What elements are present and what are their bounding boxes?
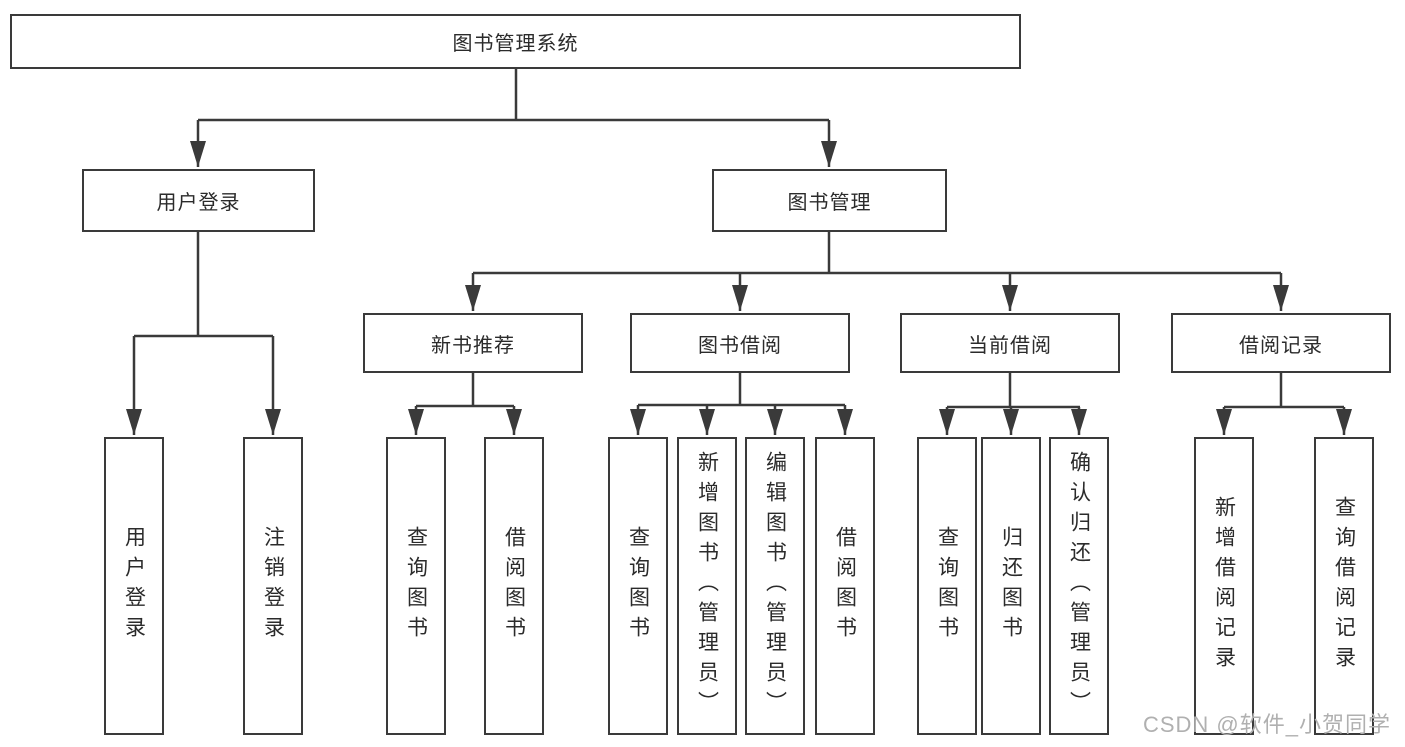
node-bb-borrow-book-label: 借阅图书	[833, 526, 857, 646]
node-cb-confirm-return: 确认归还（管理员）	[1049, 437, 1109, 735]
node-nbr-query-book-label: 查询图书	[404, 526, 428, 646]
node-borrow-records: 借阅记录	[1171, 313, 1391, 373]
node-cb-return-book: 归还图书	[981, 437, 1041, 735]
node-nbr-borrow-book-label: 借阅图书	[502, 526, 526, 646]
node-book-management-label: 图书管理	[787, 192, 872, 214]
node-nbr-borrow-book: 借阅图书	[484, 437, 544, 735]
node-br-add-record-label: 新增借阅记录	[1212, 496, 1236, 676]
node-br-query-record: 查询借阅记录	[1314, 437, 1374, 735]
node-bb-edit-book-label: 编辑图书（管理员）	[763, 451, 787, 721]
node-book-management: 图书管理	[712, 169, 947, 232]
node-bb-add-book: 新增图书（管理员）	[677, 437, 737, 735]
node-cb-query-book: 查询图书	[917, 437, 977, 735]
node-book-borrowing: 图书借阅	[630, 313, 850, 373]
node-bb-query-book-label: 查询图书	[626, 526, 650, 646]
node-br-add-record: 新增借阅记录	[1194, 437, 1254, 735]
node-leaf-logout-label: 注销登录	[261, 526, 285, 646]
node-cb-query-book-label: 查询图书	[935, 526, 959, 646]
node-leaf-user-login-label: 用户登录	[122, 526, 146, 646]
node-new-book-recommend-label: 新书推荐	[431, 334, 515, 357]
node-leaf-user-login: 用户登录	[104, 437, 164, 735]
node-new-book-recommend: 新书推荐	[363, 313, 583, 373]
node-bb-edit-book: 编辑图书（管理员）	[745, 437, 805, 735]
node-br-query-record-label: 查询借阅记录	[1332, 496, 1356, 676]
node-leaf-logout: 注销登录	[243, 437, 303, 735]
node-cb-confirm-return-label: 确认归还（管理员）	[1067, 451, 1091, 721]
node-user-login-label: 用户登录	[156, 192, 241, 214]
node-current-borrowing-label: 当前借阅	[968, 334, 1052, 357]
node-bb-borrow-book: 借阅图书	[815, 437, 875, 735]
node-bb-add-book-label: 新增图书（管理员）	[695, 451, 719, 721]
node-bb-query-book: 查询图书	[608, 437, 668, 735]
node-root-label: 图书管理系统	[452, 33, 579, 55]
node-nbr-query-book: 查询图书	[386, 437, 446, 735]
node-current-borrowing: 当前借阅	[900, 313, 1120, 373]
node-book-borrowing-label: 图书借阅	[698, 334, 782, 357]
node-user-login: 用户登录	[82, 169, 315, 232]
node-borrow-records-label: 借阅记录	[1239, 334, 1323, 357]
node-cb-return-book-label: 归还图书	[999, 526, 1023, 646]
node-root: 图书管理系统	[10, 14, 1021, 69]
